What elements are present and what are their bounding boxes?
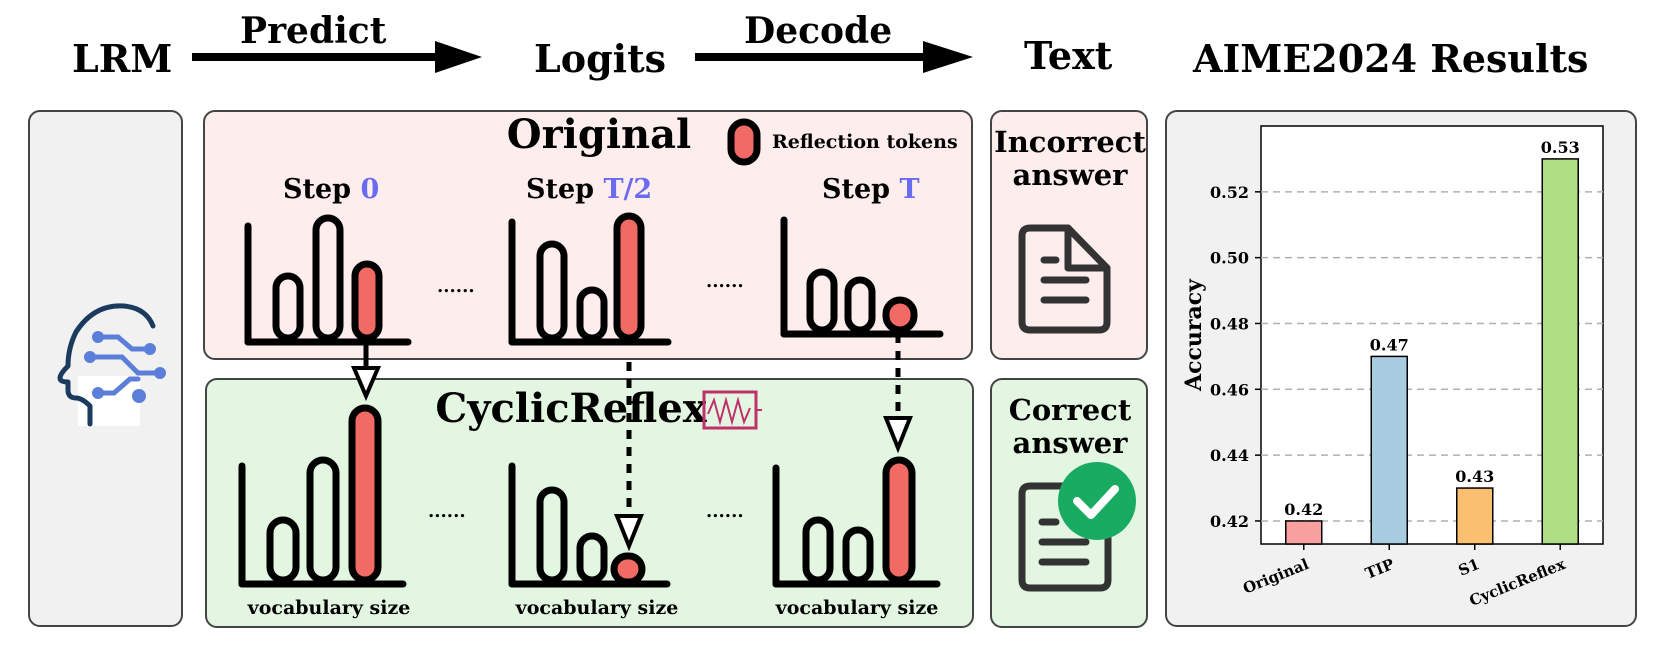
step-label-t-half: Step T/2: [526, 174, 652, 205]
cyclic-step0-logits: [238, 404, 407, 588]
y-axis-label: Accuracy: [1181, 278, 1207, 392]
bar-s1: [1456, 487, 1494, 545]
logits-diagram: Original Reflection tokens Step 0 Step T…: [238, 111, 958, 619]
cyclic-step-t-logits: [772, 456, 941, 588]
incorrect-answer-line1: Incorrect: [994, 125, 1146, 159]
header-lrm: LRM: [72, 36, 173, 81]
brain-head-icon: [57, 303, 166, 427]
bar-value-label: 0.42: [1284, 500, 1323, 519]
header-results: AIME2024 Results: [1193, 36, 1589, 81]
vocab-label-2: vocabulary size: [515, 597, 679, 619]
cyclic-step-half-logits: [508, 462, 671, 588]
ellipsis-original-1: ......: [437, 276, 475, 297]
arrow-step-half: [614, 362, 644, 552]
ellipsis-original-2: ......: [706, 271, 744, 292]
x-tick-label: TIP: [1363, 555, 1397, 583]
bar-value-label: 0.47: [1370, 335, 1409, 354]
y-tick-label: 0.52: [1210, 183, 1249, 202]
y-tick-label: 0.46: [1210, 380, 1249, 399]
original-step0-logits: [244, 214, 412, 346]
x-tick-label: CyclicReflex: [1467, 555, 1569, 610]
step-label-0: Step 0: [283, 174, 379, 205]
y-tick-label: 0.42: [1210, 512, 1249, 531]
cyclic-title: CyclicReflex: [435, 385, 707, 432]
bar-value-label: 0.53: [1541, 138, 1580, 157]
document-check-icon: [1018, 462, 1136, 592]
header-decode: Decode: [744, 10, 893, 52]
bar-original: [1285, 520, 1323, 545]
arrow-step-t: [883, 334, 913, 454]
header-predict: Predict: [240, 10, 387, 52]
reflection-token-legend-label: Reflection tokens: [772, 131, 958, 153]
x-tick-label: S1: [1456, 555, 1482, 580]
bar-tip: [1370, 355, 1408, 545]
predict-arrow: [192, 41, 482, 73]
document-icon: [1018, 224, 1111, 334]
original-step-t-logits: [780, 216, 944, 338]
original-step-half-logits: [508, 212, 672, 346]
x-tick-label: Original: [1240, 555, 1311, 598]
vocab-label-1: vocabulary size: [247, 597, 411, 619]
incorrect-answer-line2: answer: [1013, 158, 1129, 192]
decode-arrow: [695, 41, 973, 73]
answers-graphics: Incorrect answer Correct answer: [994, 125, 1146, 592]
reflection-token-legend-icon: [727, 118, 761, 166]
y-tick-label: 0.50: [1210, 249, 1249, 268]
y-tick-label: 0.44: [1210, 446, 1249, 465]
waveform-icon: [702, 390, 762, 430]
original-title: Original: [507, 111, 691, 158]
y-tick-label: 0.48: [1210, 314, 1249, 333]
header-logits: Logits: [534, 36, 667, 81]
ellipsis-cyclic-2: ......: [706, 501, 744, 522]
vocab-label-3: vocabulary size: [775, 597, 939, 619]
header-text: Text: [1024, 33, 1113, 78]
aime-results-chart: 0.42 0.47 0.43 0.53 0.42 0.44 0.46 0.48 0.50 0.5…: [1181, 125, 1604, 610]
correct-answer-line1: Correct: [1009, 393, 1132, 427]
bar-value-label: 0.43: [1455, 467, 1494, 486]
ellipsis-cyclic-1: ......: [428, 501, 466, 522]
arrow-step0: [350, 342, 382, 402]
step-label-t: Step T: [822, 174, 920, 205]
correct-answer-line2: answer: [1013, 426, 1129, 460]
bar-cyclicreflex: [1541, 158, 1579, 545]
